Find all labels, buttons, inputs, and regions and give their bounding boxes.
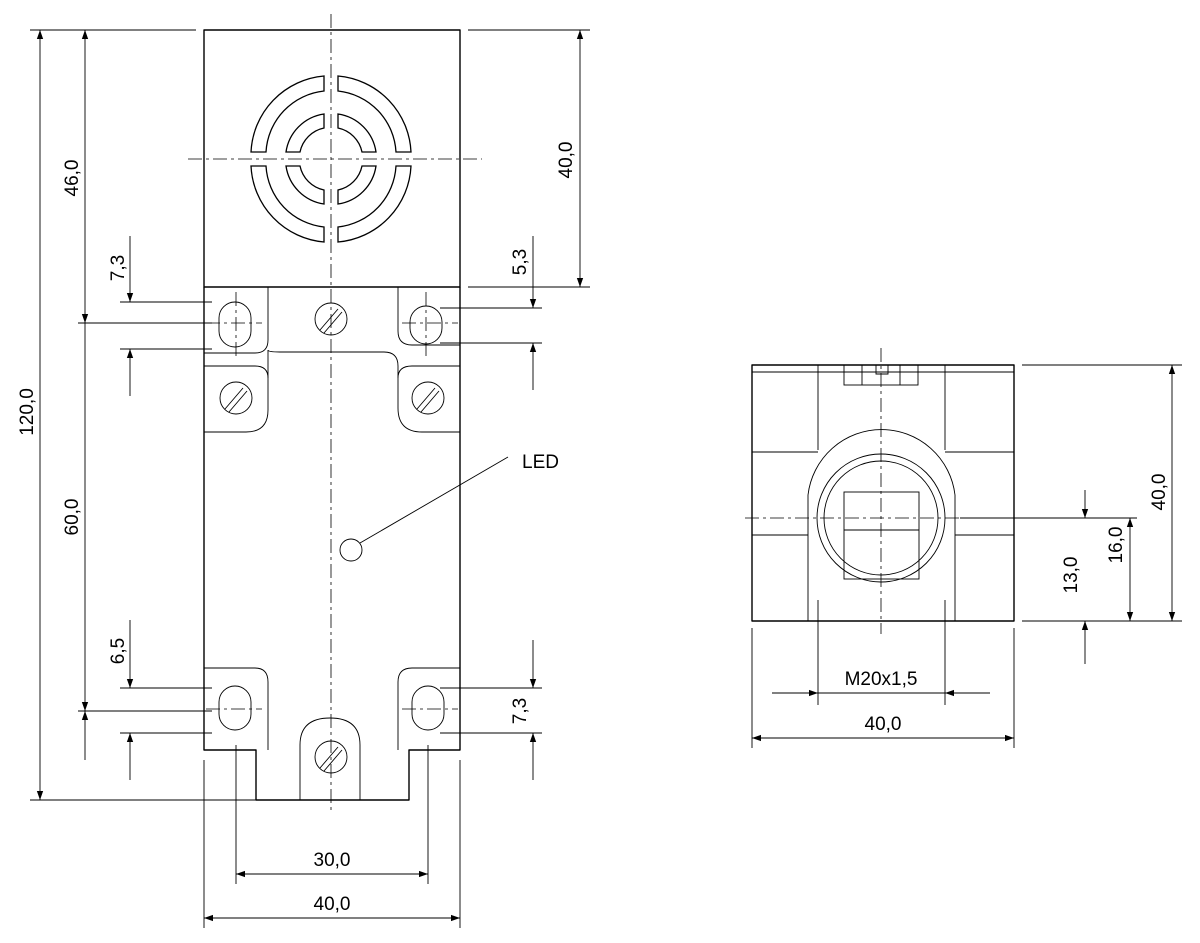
- side-view: 40,0 16,0 13,0 M20x1,5 40,0: [745, 348, 1182, 748]
- front-view: LED: [17, 14, 590, 928]
- sensing-face-symbol: [250, 75, 412, 243]
- dim-side-width: 40,0: [865, 714, 902, 735]
- dim-face-offset: 5,3: [510, 249, 531, 275]
- dim-hole-pitch: 30,0: [314, 850, 351, 871]
- thread-label: M20x1,5: [845, 669, 918, 690]
- dim-front-width: 40,0: [314, 894, 351, 915]
- lower-right-hole: [411, 685, 445, 731]
- dim-axis-height-16: 16,0: [1106, 527, 1127, 564]
- led-indicator: [339, 538, 363, 562]
- cable-entry: [843, 491, 920, 580]
- upper-left-hole: [218, 301, 252, 348]
- dim-side-height: 40,0: [1149, 474, 1170, 511]
- sensor-body: [203, 287, 461, 801]
- dim-hole-spacing: 60,0: [62, 499, 83, 536]
- dim-head-length: 46,0: [62, 160, 83, 197]
- sensor-head: [203, 29, 461, 288]
- led-label: LED: [522, 452, 559, 473]
- lower-left-hole: [218, 685, 252, 731]
- dim-face-height: 40,0: [556, 142, 577, 179]
- dim-total-length: 120,0: [17, 388, 38, 436]
- screw-left: [219, 381, 253, 415]
- dim-axis-height-13: 13,0: [1061, 557, 1082, 594]
- dim-lower-hole-offset: 6,5: [108, 638, 129, 664]
- screw-right: [411, 381, 445, 415]
- led-leader: [359, 456, 509, 544]
- side-body: [751, 364, 1015, 622]
- dim-upper-hole-offset: 7,3: [108, 255, 129, 281]
- dim-lower-right-offset: 7,3: [510, 698, 531, 724]
